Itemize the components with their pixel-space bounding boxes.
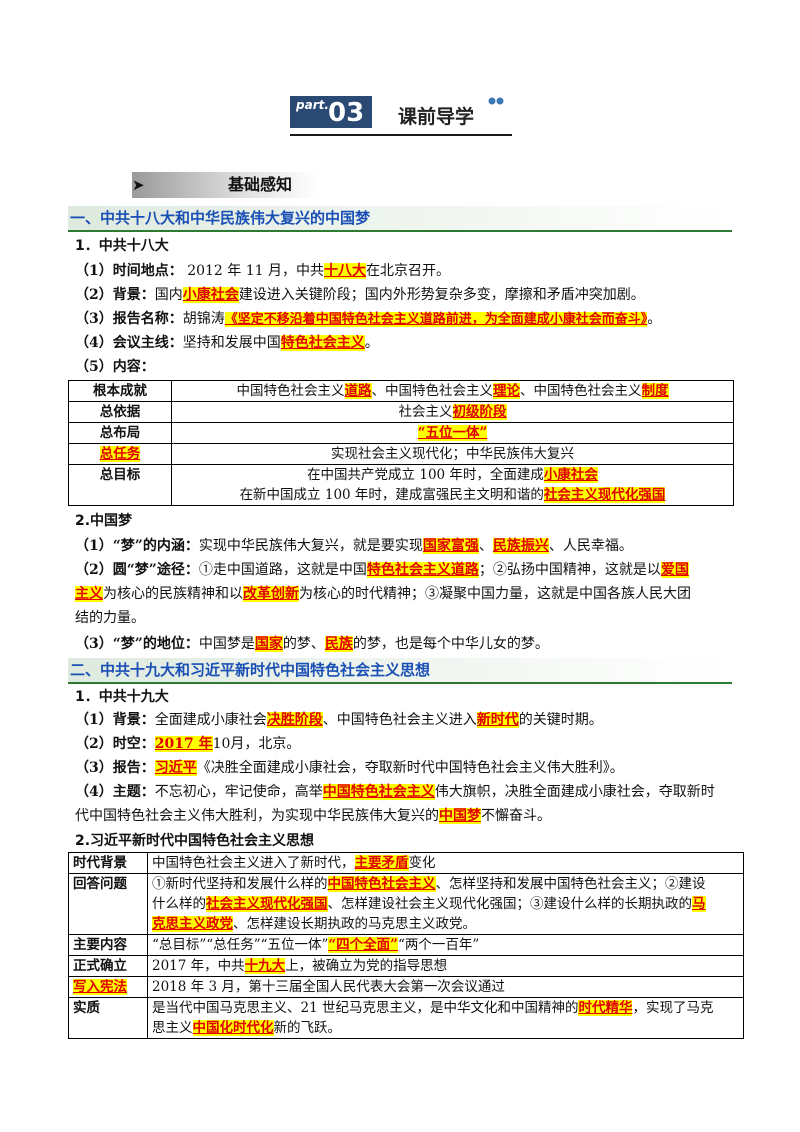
line-dream-status: （3）“梦”的地位：中国梦是国家的梦、民族的梦，也是每个中华儿女的梦。 xyxy=(75,636,549,652)
bubble-icon xyxy=(488,94,504,105)
table-xi-thought: 时代背景 中国特色社会主义进入了新时代，主要矛盾变化 回答问题 ①新时代坚持和发… xyxy=(68,852,744,1039)
line-report-name: （3）报告名称：胡锦涛《坚定不移沿着中国特色社会主义道路前进，为全面建成小康社会… xyxy=(75,311,662,327)
line-dream-meaning: （1）“梦”的内涵：实现中华民族伟大复兴，就是要实现国家富强、民族振兴、人民幸福… xyxy=(75,538,633,554)
line-dream-path-3: 结的力量。 xyxy=(75,610,145,626)
basic-bar xyxy=(132,172,318,198)
line-time-place: （1）时间地点： 2012 年 11 月，中共十八大在北京召开。 xyxy=(75,263,450,279)
line-content: （5）内容： xyxy=(75,359,155,375)
line-19-background: （1）背景：全面建成小康社会决胜阶段、中国特色社会主义进入新时代的关键时期。 xyxy=(75,712,603,728)
table-row: 实质 是当代中国马克思主义、21 世纪马克思主义，是中华文化和中国精神的时代精华… xyxy=(68,997,744,1039)
part-badge xyxy=(290,96,372,128)
line-19-theme-1: （4）主题：不忘初心，牢记使命，高举中国特色社会主义伟大旗帜，决胜全面建成小康社… xyxy=(75,784,715,800)
subheading-xi-thought: 2.习近平新时代中国特色社会主义思想 xyxy=(75,833,315,849)
part-title: 课前导学 xyxy=(398,106,475,128)
line-background: （2）背景：国内小康社会建设进入关键阶段；国内外形势复杂多变，摩擦和矛盾冲突加剧… xyxy=(75,287,645,303)
table-row: 总依据 社会主义初级阶段 xyxy=(68,401,734,423)
part-number: 03 xyxy=(328,98,365,128)
part-header: part. 03 课前导学 xyxy=(290,96,512,138)
table-row: 回答问题 ①新时代坚持和发展什么样的中国特色社会主义、怎样坚持和发展中国特色社会… xyxy=(68,873,744,935)
section-1-bar xyxy=(68,206,732,232)
line-dream-path-1: （2）圆“梦”途径：①走中国道路，这就是中国特色社会主义道路；②弘扬中国精神，这… xyxy=(75,562,689,578)
table-row: 时代背景 中国特色社会主义进入了新时代，主要矛盾变化 xyxy=(68,852,744,874)
table-row: 总目标 在中国共产党成立 100 年时，全面建成小康社会在新中国成立 100 年… xyxy=(68,464,734,506)
section-1-title: 一、中共十八大和中华民族伟大复兴的中国梦 xyxy=(70,209,371,227)
table-row: 主要内容 “总目标”“总任务”“五位一体”“四个全面”“两个一百年” xyxy=(68,934,744,956)
section-2-title: 二、中共十九大和习近平新时代中国特色社会主义思想 xyxy=(70,661,431,679)
line-19-report: （3）报告：习近平《决胜全面建成小康社会，夺取新时代中国特色社会主义伟大胜利》。 xyxy=(75,760,624,776)
section-2-bar xyxy=(68,658,732,684)
line-19-time: （2）时空：2017 年10月，北京。 xyxy=(75,736,301,752)
table-row: 写入宪法 2018 年 3 月，第十三届全国人民代表大会第一次会议通过 xyxy=(68,976,744,998)
subheading-china-dream: 2.中国梦 xyxy=(75,513,133,529)
subheading-19th-congress: 1．中共十九大 xyxy=(75,689,169,705)
line-dream-path-2: 主义为核心的民族精神和以改革创新为核心的时代精神；③凝聚中国力量，这就是中国各族… xyxy=(75,586,691,602)
table-row: 总任务 实现社会主义现代化；中华民族伟大复兴 xyxy=(68,443,734,465)
header-underline xyxy=(290,134,512,136)
arrow-icon: ➤ xyxy=(132,176,145,194)
table-row: 根本成就 中国特色社会主义道路、中国特色社会主义理论、中国特色社会主义制度 xyxy=(68,380,734,402)
part-label: part. xyxy=(296,98,329,112)
basic-title: 基础感知 xyxy=(228,175,293,194)
line-main-theme: （4）会议主线：坚持和发展中国特色社会主义。 xyxy=(75,335,379,351)
line-19-theme-2: 代中国特色社会主义伟大胜利，为实现中华民族伟大复兴的中国梦不懈奋斗。 xyxy=(75,808,551,824)
table-row: 总布局 “五位一体” xyxy=(68,422,734,444)
table-row: 正式确立 2017 年，中共十九大上，被确立为党的指导思想 xyxy=(68,955,744,977)
subheading-18th-congress: 1．中共十八大 xyxy=(75,238,169,254)
table-18th-congress: 根本成就 中国特色社会主义道路、中国特色社会主义理论、中国特色社会主义制度 总依… xyxy=(68,380,734,506)
